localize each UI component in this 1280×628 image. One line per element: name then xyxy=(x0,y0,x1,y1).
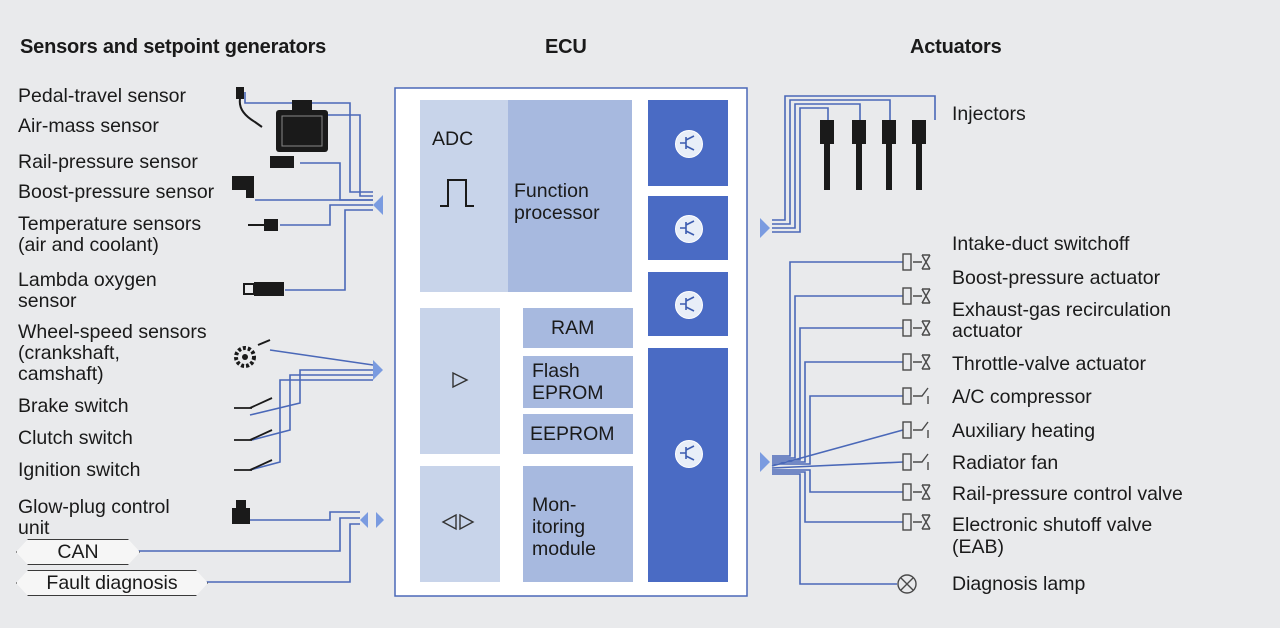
ram-block xyxy=(523,308,633,348)
sensor-label: Lambda oxygen xyxy=(18,269,157,291)
pulse-icon xyxy=(440,179,474,207)
injector-wires xyxy=(772,95,936,233)
monitoring-module-block xyxy=(523,466,633,582)
transistor-icon xyxy=(675,440,703,468)
function-processor-label: Function processor xyxy=(514,180,600,224)
arrow-out-injectors xyxy=(760,218,770,238)
actuator-label: Rail-pressure control valve xyxy=(952,483,1183,505)
sensor-label: Rail-pressure sensor xyxy=(18,151,198,173)
flash-block xyxy=(523,356,633,408)
sensor-label: camshaft) xyxy=(18,363,104,385)
triangle-icon xyxy=(452,371,469,389)
actuator-label: Diagnosis lamp xyxy=(952,573,1086,595)
adc-panel xyxy=(420,100,508,292)
eeprom-block xyxy=(523,414,633,454)
actuator-symbols xyxy=(897,253,931,594)
actuator-label: actuator xyxy=(952,320,1023,342)
actuators-header: Actuators xyxy=(910,36,1002,58)
fault-diagnosis-label: Fault diagnosis xyxy=(16,570,208,596)
sensor-label: (air and coolant) xyxy=(18,234,159,256)
actuator-label: Throttle-valve actuator xyxy=(952,353,1147,375)
transistor-icon xyxy=(675,215,703,243)
arrow-in-switches xyxy=(373,360,383,380)
transistor-icon xyxy=(675,291,703,319)
sensor-label: Pedal-travel sensor xyxy=(18,85,186,107)
actuator-label: Radiator fan xyxy=(952,452,1059,474)
arrow-bus-left xyxy=(360,512,368,528)
eeprom-label: EEPROM xyxy=(530,423,615,445)
function-processor-panel xyxy=(508,100,632,292)
sensor-label: Boost-pressure sensor xyxy=(18,181,215,203)
ecu-header: ECU xyxy=(545,36,587,58)
sensor-label: sensor xyxy=(18,290,77,312)
sensor-label: (crankshaft, xyxy=(18,342,120,364)
sensor-label: Wheel-speed sensors xyxy=(18,321,207,343)
arrow-out-actuators xyxy=(760,452,770,472)
sensor-label: Air-mass sensor xyxy=(18,115,159,137)
actuator-label: Electronic shutoff valve xyxy=(952,514,1153,536)
actuator-label: Injectors xyxy=(952,103,1026,125)
input-panel xyxy=(420,308,500,454)
bidirectional-icon xyxy=(441,513,475,531)
sensor-label: Ignition switch xyxy=(18,459,141,481)
sensor-label: Clutch switch xyxy=(18,427,133,449)
injector-icons xyxy=(820,120,926,190)
sensor-label: unit xyxy=(18,517,50,539)
actuator-label: Auxiliary heating xyxy=(952,420,1096,442)
actuator-label: Exhaust-gas recirculation xyxy=(952,299,1171,321)
sensors-header: Sensors and setpoint generators xyxy=(20,36,327,58)
monitoring-module-label: Mon- itoring module xyxy=(532,494,596,560)
actuator-label: Intake-duct switchoff xyxy=(952,233,1130,255)
sensor-label: Brake switch xyxy=(18,395,129,417)
can-bus-label: CAN xyxy=(16,539,140,565)
flash-label: Flash EPROM xyxy=(532,360,604,404)
ram-label: RAM xyxy=(551,317,595,339)
actuator-label: (EAB) xyxy=(952,536,1005,558)
actuator-label: Boost-pressure actuator xyxy=(952,267,1161,289)
actuator-label: A/C compressor xyxy=(952,386,1092,408)
sensor-label: Glow-plug control xyxy=(18,496,170,518)
arrow-bus-right xyxy=(376,512,384,528)
sensor-label: Temperature sensors xyxy=(18,213,202,235)
actuator-wires xyxy=(771,261,904,585)
adc-label: ADC xyxy=(432,128,474,150)
sensor-icons xyxy=(232,87,328,524)
sensor-wires xyxy=(138,92,374,583)
transistor-icon xyxy=(675,130,703,158)
arrow-in-sensors xyxy=(373,195,383,215)
